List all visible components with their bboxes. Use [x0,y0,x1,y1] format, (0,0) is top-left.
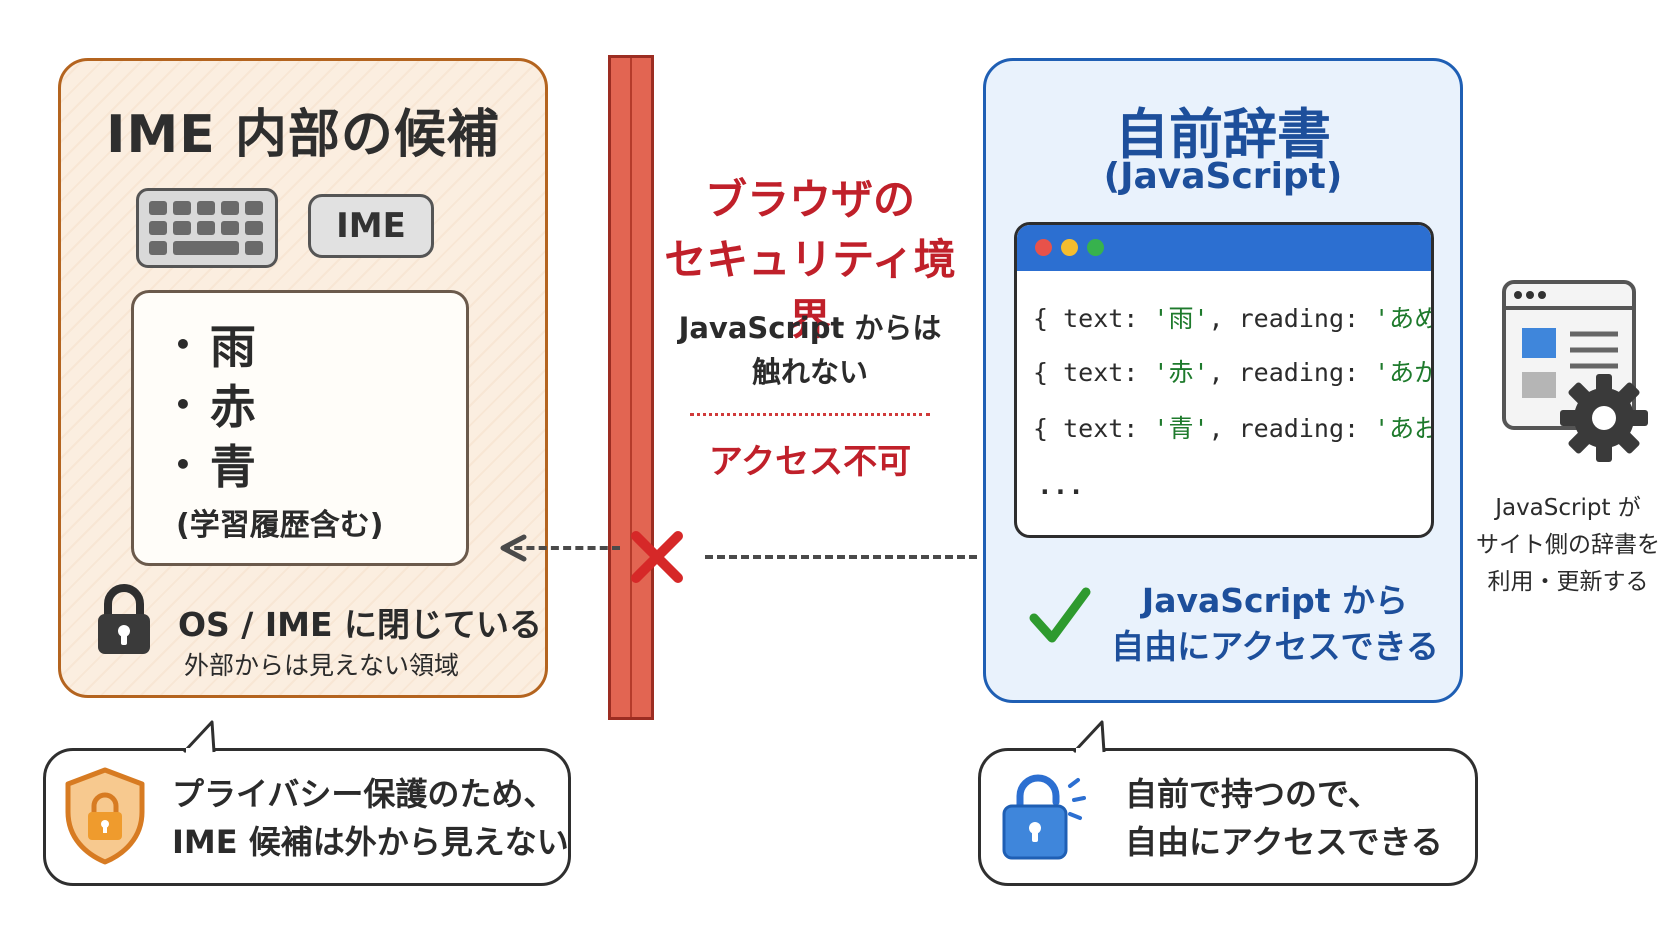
blocked-arrow [502,546,620,550]
code-token: , reading: [1208,414,1375,443]
ime-closed-sublabel: 外部からは見えない領域 [184,651,460,680]
close-dot-icon [1035,239,1052,256]
ime-closed-label: OS / IME に閉じている [178,605,542,644]
ime-panel-title: IME 内部の候補 [106,105,500,165]
privacy-note: プライバシー保護のため、 IME 候補は外から見えない [172,770,569,866]
code-token: , reading: [1208,304,1375,333]
side-caption-line: サイト側の辞書を [1476,532,1660,558]
bullet: • [174,447,192,481]
freedom-note-line: 自前で持つので、 [1125,775,1380,813]
access-ok-line: 自由にアクセスできる [1111,627,1439,666]
bullet: • [174,387,192,421]
unlock-icon [996,772,1096,870]
code-line: { text: '雨', reading: 'あめ' } [1033,299,1431,335]
code-line: { text: '赤', reading: 'あか' } [1033,353,1431,389]
code-token: { text: [1033,304,1154,333]
code-string: 'あめ' [1374,304,1431,333]
arrow-left-icon [498,534,528,566]
code-string: '雨' [1153,304,1209,333]
code-ellipsis: ... [1037,471,1084,501]
bullet: • [174,327,192,361]
boundary-note-line: 触れない [751,355,868,389]
ime-badge: IME [308,194,434,258]
shield-lock-icon [62,766,148,870]
list-item: • 赤 [174,371,256,437]
privacy-note-line: プライバシー保護のため、 [172,775,556,813]
freedom-note-line: 自由にアクセスできる [1125,823,1443,861]
code-string: '赤' [1153,358,1209,387]
side-caption: JavaScript が サイト側の辞書を 利用・更新する [1468,490,1668,601]
browser-settings-icon [1500,278,1650,472]
speech-bubble-tail [180,718,230,758]
security-boundary-wall [608,55,654,720]
blocked-arrow [705,555,977,559]
code-line: { text: '青', reading: 'あお' } [1033,409,1431,445]
code-string: 'あお' [1374,414,1431,443]
access-denied-label: アクセス不可 [708,442,912,482]
boundary-title-line: セキュリティ境界 [664,235,956,344]
keyboard-icon [136,188,278,268]
divider [690,413,930,416]
code-string: '青' [1153,414,1209,443]
speech-bubble-tail [1070,718,1120,758]
code-string: 'あか' [1374,358,1431,387]
boundary-note: JavaScript からは 触れない [660,306,960,394]
maximize-dot-icon [1087,239,1104,256]
minimize-dot-icon [1061,239,1078,256]
candidates-note: (学習履歴含む) [176,508,384,543]
list-item: • 青 [174,431,256,497]
candidate-text: 青 [209,440,256,494]
boundary-note-line: JavaScript からは [678,311,942,345]
privacy-note-line: IME 候補は外から見えない [172,823,569,861]
access-ok-line: JavaScript から [1141,581,1409,620]
check-icon [1028,584,1092,652]
code-token: { text: [1033,358,1154,387]
own-dictionary-subtitle: (JavaScript) [1103,156,1343,197]
code-window: { text: '雨', reading: 'あめ' } { text: '赤'… [1014,222,1434,538]
candidate-list: • 雨 • 赤 • 青 [131,290,469,566]
code-token: { text: [1033,414,1154,443]
access-ok-label: JavaScript から 自由にアクセスできる [1095,578,1455,670]
list-item: • 雨 [174,311,256,377]
blocked-x-icon [628,528,686,590]
side-caption-line: 利用・更新する [1487,569,1649,595]
boundary-title-line: ブラウザの [704,175,915,224]
lock-icon [94,584,154,662]
candidate-text: 雨 [209,320,256,374]
boundary-title: ブラウザの セキュリティ境界 [660,170,960,350]
side-caption-line: JavaScript が [1495,495,1641,521]
freedom-note: 自前で持つので、 自由にアクセスできる [1125,770,1443,866]
code-token: , reading: [1208,358,1375,387]
own-dictionary-title: 自前辞書 [1115,103,1331,166]
window-titlebar [1017,225,1431,271]
candidate-text: 赤 [209,380,256,434]
